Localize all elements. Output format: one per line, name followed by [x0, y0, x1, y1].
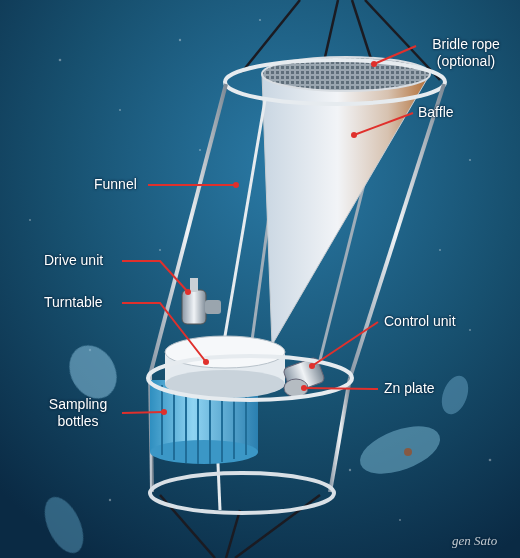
- part-label: Sampling bottles: [38, 396, 118, 430]
- part-label: Funnel: [94, 176, 137, 193]
- signature: gen Sato: [452, 532, 497, 549]
- part-label: Turntable: [44, 294, 103, 311]
- part-label: Baffle: [418, 104, 454, 121]
- part-label: Control unit: [384, 313, 456, 330]
- rope-label: Bridle rope (optional): [420, 36, 512, 70]
- part-label: Zn plate: [384, 380, 435, 397]
- part-label: Drive unit: [44, 252, 103, 269]
